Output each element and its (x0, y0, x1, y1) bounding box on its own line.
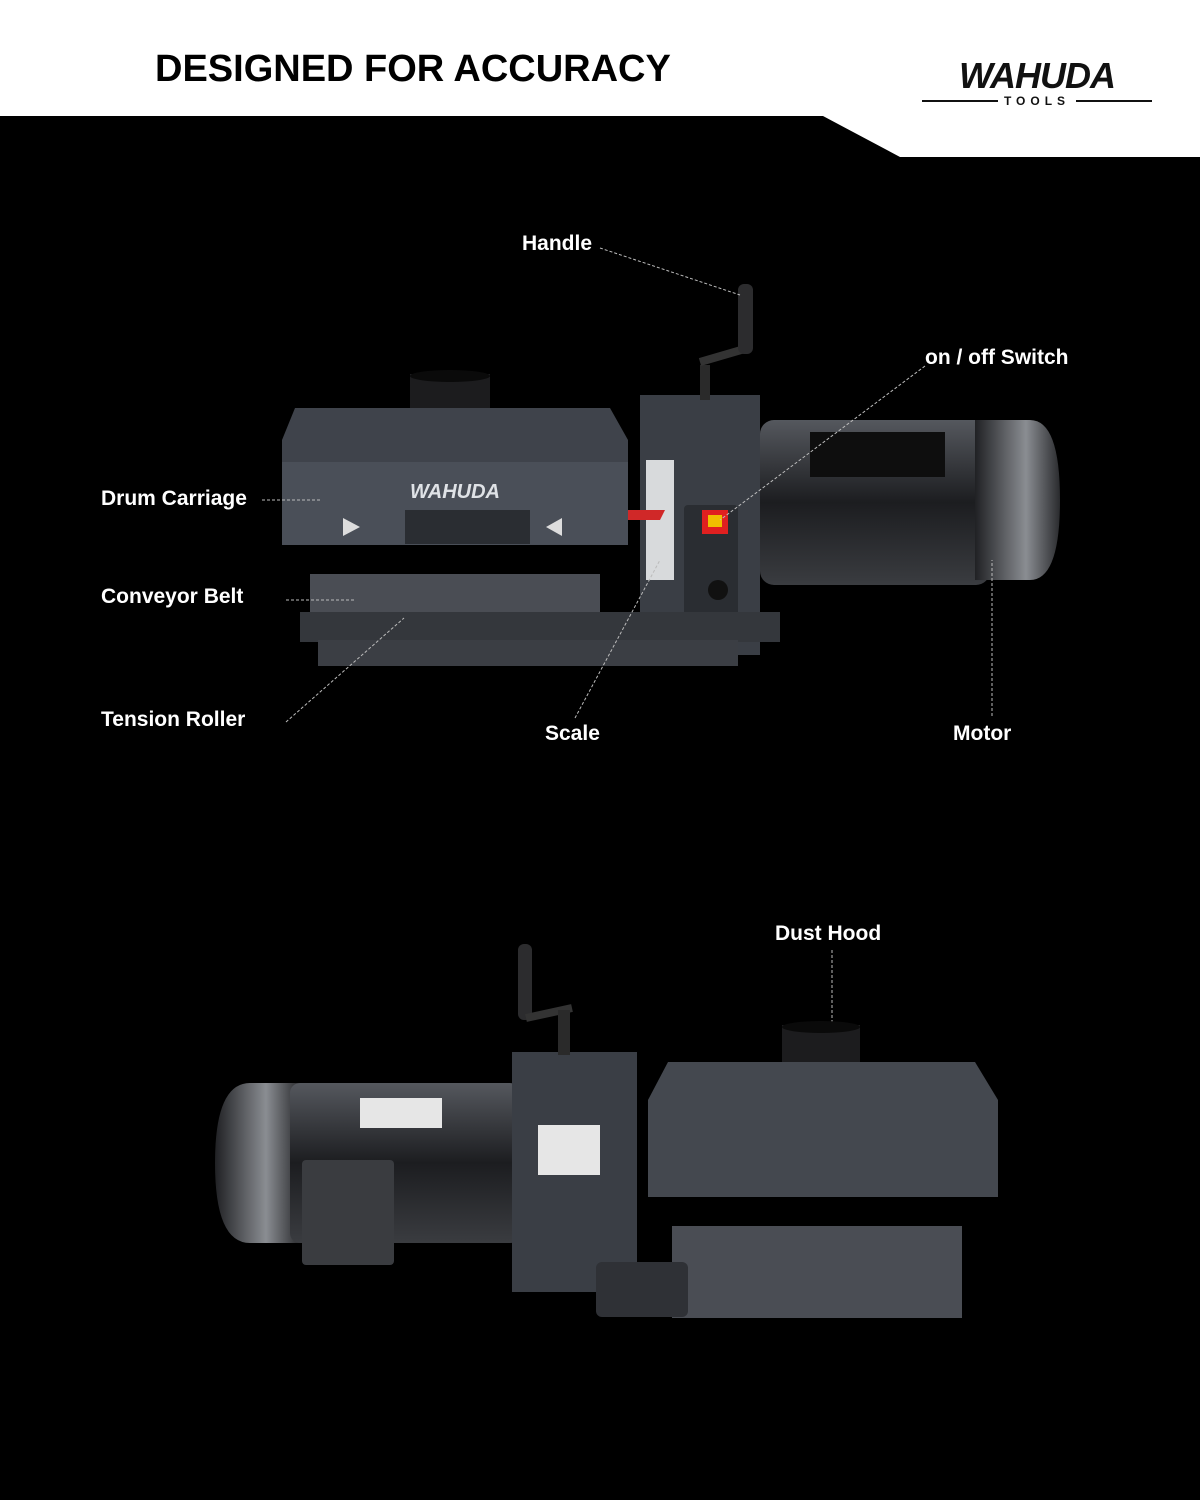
rear-motor (215, 1083, 520, 1265)
leader-lines (262, 247, 993, 1055)
svg-text:WAHUDA: WAHUDA (410, 481, 500, 503)
label-conveyor-belt: Conveyor Belt (101, 585, 244, 608)
label-handle: Handle (522, 232, 593, 255)
label-scale: Scale (545, 722, 600, 745)
drum-carriage: WAHUDA (282, 408, 628, 545)
brand-logo: WAHUDA TOOLS (922, 58, 1152, 112)
label-tension-roller: Tension Roller (101, 708, 246, 731)
logo-tagline: TOOLS (1003, 94, 1071, 108)
conveyor-table (300, 574, 780, 666)
label-motor: Motor (953, 722, 1012, 745)
label-dust-hood: Dust Hood (775, 922, 882, 945)
rear-dust-hood (648, 1021, 998, 1197)
height-column (628, 395, 760, 655)
motor (760, 420, 1060, 585)
handle (698, 284, 753, 400)
label-drum-carriage: Drum Carriage (101, 487, 247, 510)
logo-wordmark: WAHUDA (959, 55, 1116, 96)
drum-sander-rear-illustration (215, 944, 998, 1318)
rear-column (512, 944, 637, 1292)
rear-conveyor (596, 1226, 962, 1318)
label-on-off-switch: on / off Switch (925, 346, 1069, 369)
page-title: DESIGNED FOR ACCURACY (155, 48, 671, 90)
